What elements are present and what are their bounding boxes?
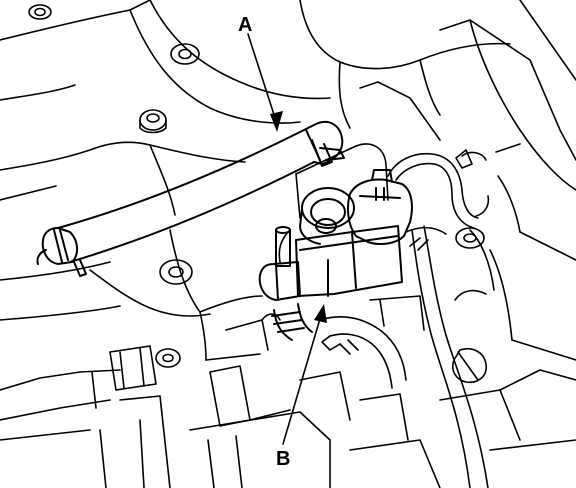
- engine-lower-right: [299, 295, 576, 488]
- leader-arrowheads: [270, 111, 327, 323]
- engine-lower-components: [0, 313, 331, 488]
- arrowhead-b: [314, 304, 327, 323]
- engine-bolts-upper: [28, 4, 200, 134]
- engine-block-right: [359, 0, 576, 361]
- engine-casting-middle: [0, 229, 263, 361]
- solenoid-valve-drawing: [258, 169, 413, 341]
- leader-lines: [247, 33, 323, 445]
- callout-label-b: B: [276, 448, 291, 470]
- engine-casting-upper: [0, 0, 511, 216]
- wire-harness: [387, 149, 495, 488]
- callout-label-a: A: [238, 14, 253, 36]
- arrowhead-a: [270, 111, 283, 132]
- leader-line-a: [247, 33, 278, 125]
- leader-line-b: [282, 311, 323, 445]
- hose-a-drawing: [36, 120, 345, 277]
